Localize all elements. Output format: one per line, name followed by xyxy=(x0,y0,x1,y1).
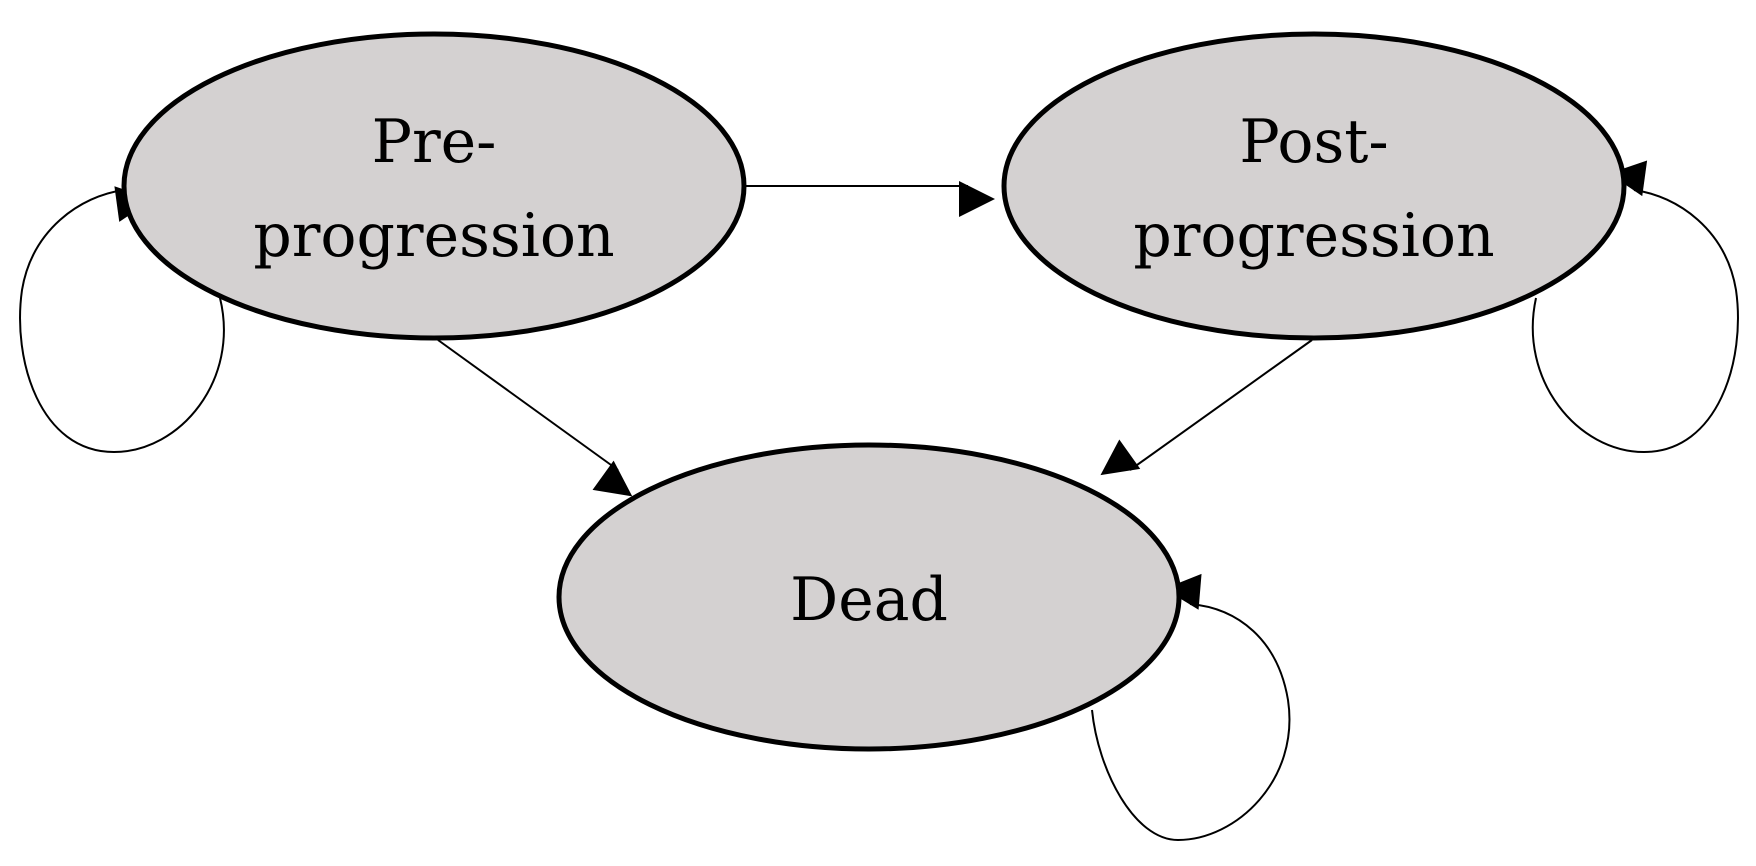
state-post-progression-shape xyxy=(1001,31,1627,341)
state-post-progression: Post- progression xyxy=(1001,31,1627,341)
state-post-progression-label-line1: Post- xyxy=(1239,107,1388,177)
self-loop-dead xyxy=(1091,573,1291,842)
state-pre-progression-label-line1: Pre- xyxy=(372,107,497,177)
state-post-progression-label-line2: progression xyxy=(1133,201,1494,271)
state-dead-shape xyxy=(556,442,1182,752)
edge-pre-to-dead xyxy=(437,339,633,497)
state-pre-progression: Pre- progression xyxy=(121,31,747,341)
state-pre-progression-shape xyxy=(121,31,747,341)
state-pre-progression-label-line2: progression xyxy=(253,201,614,271)
state-dead-label: Dead xyxy=(790,565,948,635)
self-loop-post-progression xyxy=(1531,160,1739,454)
state-dead: Dead xyxy=(556,442,1182,752)
transitions xyxy=(19,160,1739,842)
self-loop-pre-progression xyxy=(19,186,225,454)
edge-post-to-dead xyxy=(1100,339,1313,476)
